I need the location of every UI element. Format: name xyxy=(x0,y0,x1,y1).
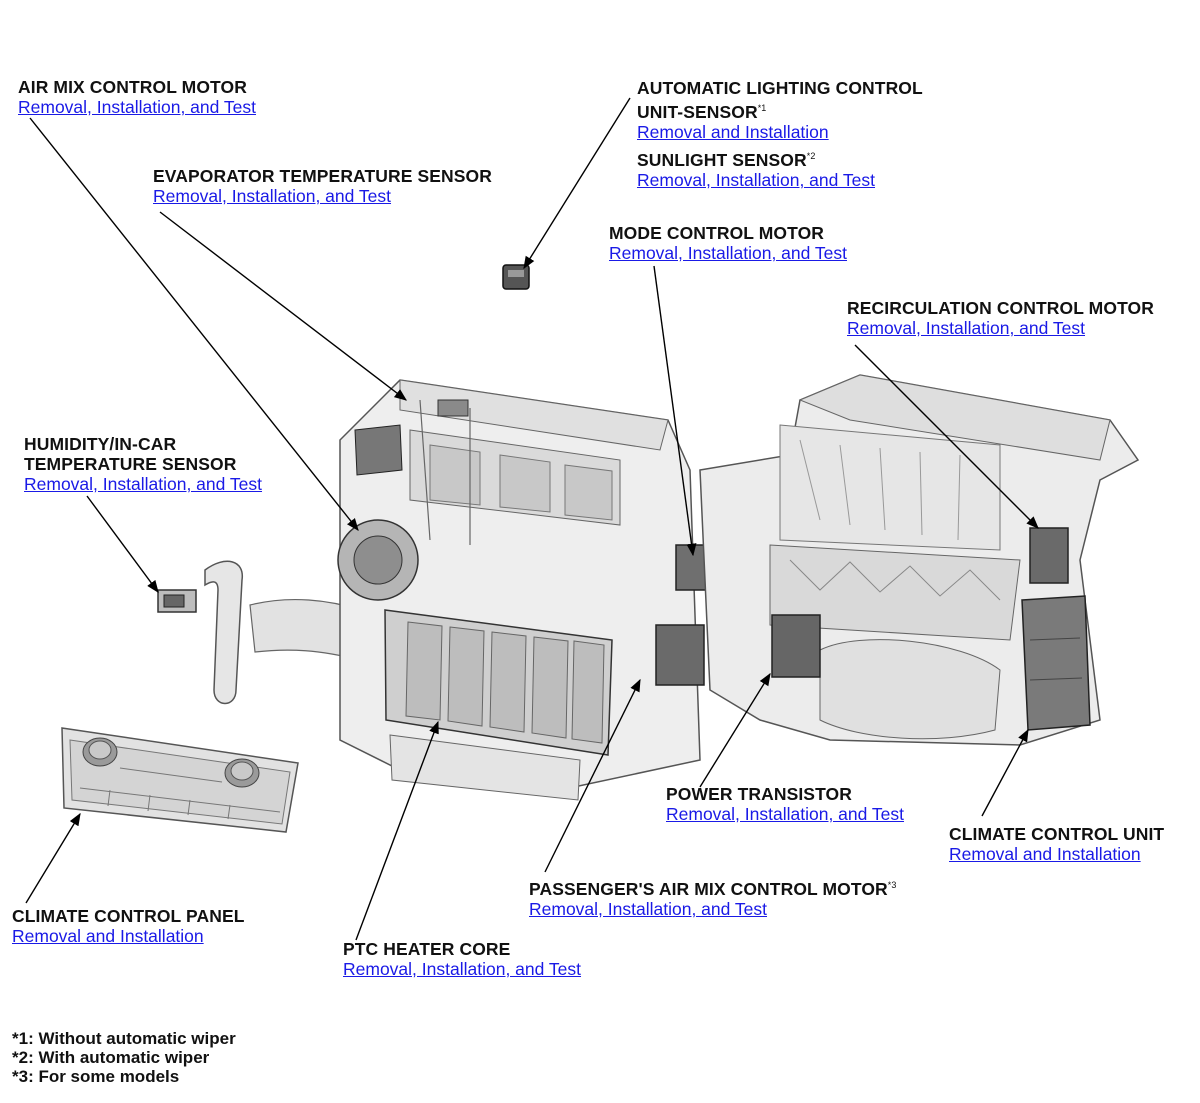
automatic-lighting-title-line1: AUTOMATIC LIGHTING CONTROL xyxy=(637,78,923,98)
callout-mode-control-motor: MODE CONTROL MOTOR Removal, Installation… xyxy=(609,223,847,263)
leader-power-transistor xyxy=(699,672,771,788)
leader-climate-control-unit xyxy=(981,728,1029,817)
callout-power-transistor: POWER TRANSISTOR Removal, Installation, … xyxy=(666,784,904,824)
callout-evaporator-temperature-sensor: EVAPORATOR TEMPERATURE SENSOR Removal, I… xyxy=(153,166,492,206)
callout-climate-control-unit: CLIMATE CONTROL UNIT Removal and Install… xyxy=(949,824,1164,864)
ptc-heater-core-link[interactable]: Removal, Installation, and Test xyxy=(343,959,582,979)
leader-passenger-air-mix xyxy=(544,678,641,873)
sunlight-sensor-drawing xyxy=(502,264,530,290)
leader-climate-control-panel xyxy=(25,812,81,904)
humidity-sensor-title-line1: HUMIDITY/IN-CAR xyxy=(24,434,177,454)
evaporator-temperature-sensor-link[interactable]: Removal, Installation, and Test xyxy=(153,186,392,206)
callout-ptc-heater-core: PTC HEATER CORE Removal, Installation, a… xyxy=(343,939,581,979)
footnote-ref-3: *3 xyxy=(887,880,897,890)
air-mix-control-motor-link[interactable]: Removal, Installation, and Test xyxy=(18,97,257,117)
power-transistor-title: POWER TRANSISTOR xyxy=(666,784,853,804)
callout-automatic-lighting-control-unit-sensor: AUTOMATIC LIGHTING CONTROL UNIT-SENSOR*1… xyxy=(637,78,923,190)
callout-recirculation-control-motor: RECIRCULATION CONTROL MOTOR Removal, Ins… xyxy=(847,298,1154,338)
callout-passengers-air-mix-control-motor: PASSENGER'S AIR MIX CONTROL MOTOR*3 Remo… xyxy=(529,875,897,919)
leader-air-mix xyxy=(29,117,359,531)
recirculation-control-motor-link[interactable]: Removal, Installation, and Test xyxy=(847,318,1086,338)
footnote-ref-1: *1 xyxy=(757,103,767,113)
power-transistor-link[interactable]: Removal, Installation, and Test xyxy=(666,804,905,824)
heater-unit-drawing xyxy=(337,379,719,801)
footnote: *1: Without automatic wiper xyxy=(12,1029,236,1048)
automatic-lighting-link[interactable]: Removal and Installation xyxy=(637,122,829,142)
climate-control-panel-link[interactable]: Removal and Installation xyxy=(12,926,204,946)
leader-ptc-heater xyxy=(355,720,439,941)
humidity-sensor-duct-drawing xyxy=(157,560,361,705)
callout-humidity-in-car-temperature-sensor: HUMIDITY/IN-CAR TEMPERATURE SENSOR Remov… xyxy=(24,434,262,494)
blower-unit-drawing xyxy=(699,374,1140,746)
humidity-sensor-link[interactable]: Removal, Installation, and Test xyxy=(24,474,263,494)
sunlight-sensor-title: SUNLIGHT SENSOR*2 xyxy=(637,150,816,170)
leader-sunlight-sensor xyxy=(523,97,631,270)
climate-control-unit-title: CLIMATE CONTROL UNIT xyxy=(949,824,1165,844)
automatic-lighting-title-line2: UNIT-SENSOR*1 xyxy=(637,102,767,122)
footnote: *2: With automatic wiper xyxy=(12,1048,210,1067)
passengers-air-mix-title: PASSENGER'S AIR MIX CONTROL MOTOR*3 xyxy=(529,879,897,899)
ptc-heater-core-title: PTC HEATER CORE xyxy=(343,939,511,959)
sunlight-sensor-link[interactable]: Removal, Installation, and Test xyxy=(637,170,876,190)
leader-lines xyxy=(25,97,1039,941)
leader-mode-motor xyxy=(653,265,697,557)
leader-evaporator-sensor xyxy=(159,211,408,401)
recirculation-control-motor-title: RECIRCULATION CONTROL MOTOR xyxy=(847,298,1154,318)
footnote: *3: For some models xyxy=(12,1067,180,1086)
footnotes: *1: Without automatic wiper *2: With aut… xyxy=(12,1029,236,1086)
climate-control-panel-title: CLIMATE CONTROL PANEL xyxy=(12,906,245,926)
mode-control-motor-title: MODE CONTROL MOTOR xyxy=(609,223,825,243)
leader-humidity-sensor xyxy=(86,495,159,594)
climate-control-unit-link[interactable]: Removal and Installation xyxy=(949,844,1141,864)
evaporator-temperature-sensor-title: EVAPORATOR TEMPERATURE SENSOR xyxy=(153,166,492,186)
callout-air-mix-control-motor: AIR MIX CONTROL MOTOR Removal, Installat… xyxy=(18,77,256,117)
passengers-air-mix-link[interactable]: Removal, Installation, and Test xyxy=(529,899,768,919)
humidity-sensor-title-line2: TEMPERATURE SENSOR xyxy=(24,454,237,474)
callout-climate-control-panel: CLIMATE CONTROL PANEL Removal and Instal… xyxy=(12,906,245,946)
footnote-ref-2: *2 xyxy=(806,151,816,161)
climate-control-panel-drawing xyxy=(61,727,299,833)
air-mix-control-motor-title: AIR MIX CONTROL MOTOR xyxy=(18,77,247,97)
leader-recirculation-motor xyxy=(854,344,1039,529)
mode-control-motor-link[interactable]: Removal, Installation, and Test xyxy=(609,243,848,263)
